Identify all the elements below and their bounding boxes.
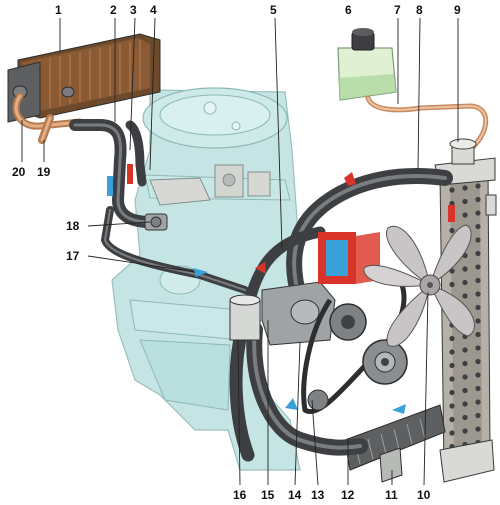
radiator-fin-dot bbox=[449, 362, 455, 369]
radiator-fin-dot bbox=[475, 358, 481, 365]
callout-13: 13 bbox=[311, 488, 325, 502]
radiator-fin-dot bbox=[462, 266, 468, 272]
callout-20: 20 bbox=[12, 165, 26, 179]
callout-7: 7 bbox=[394, 3, 401, 17]
flow-arrows bbox=[107, 164, 455, 414]
radiator-fin-dot bbox=[449, 403, 455, 409]
expansion-tank bbox=[337, 28, 397, 101]
radiator-fin-dot bbox=[475, 385, 481, 392]
callout-11: 11 bbox=[385, 488, 398, 502]
radiator-fin-dot bbox=[475, 331, 481, 338]
callout-3: 3 bbox=[130, 3, 137, 17]
radiator-fin-dot bbox=[475, 291, 481, 297]
radiator-fin-dot bbox=[475, 250, 481, 257]
radiator-fin-dot bbox=[475, 318, 481, 324]
callout-16: 16 bbox=[233, 488, 247, 502]
cooling-fan bbox=[363, 224, 475, 347]
radiator-fin-dot bbox=[462, 428, 468, 434]
callout-17: 17 bbox=[66, 249, 80, 263]
callout-4: 4 bbox=[150, 3, 157, 17]
callout-10: 10 bbox=[417, 488, 431, 502]
radiator-fin-dot bbox=[475, 372, 481, 378]
radiator-fin-dot bbox=[475, 412, 481, 419]
radiator-bottom bbox=[344, 404, 446, 483]
radiator-fin-dot bbox=[449, 349, 455, 355]
coolant-jacket-cutaway bbox=[318, 232, 380, 284]
radiator-fin-dot bbox=[475, 426, 481, 432]
radiator-fin-dot bbox=[449, 187, 455, 193]
radiator-fin-dot bbox=[475, 264, 481, 270]
callout-5: 5 bbox=[270, 3, 277, 17]
radiator-fin-dot bbox=[449, 389, 455, 396]
radiator-fin-dot bbox=[449, 335, 455, 342]
coolant-hoses bbox=[69, 119, 453, 462]
callout-leaders bbox=[21, 17, 459, 486]
radiator-fin-dot bbox=[475, 210, 481, 216]
radiator-fin-dot bbox=[462, 347, 468, 353]
radiator-fin-dot bbox=[462, 185, 468, 191]
radiator-fin-dot bbox=[475, 196, 481, 203]
radiator-fin-dot bbox=[449, 430, 455, 436]
radiator-fin-dot bbox=[475, 277, 481, 284]
radiator-fin-dot bbox=[462, 293, 468, 299]
heater-core bbox=[7, 33, 161, 123]
radiator-fin-dot bbox=[475, 183, 481, 189]
radiator-fin-dot bbox=[475, 399, 481, 405]
callout-19: 19 bbox=[37, 165, 51, 179]
callout-15: 15 bbox=[261, 488, 275, 502]
callout-6: 6 bbox=[345, 3, 352, 17]
radiator-fin-dot bbox=[462, 387, 468, 394]
radiator-fin-dot bbox=[449, 281, 455, 288]
callout-12: 12 bbox=[341, 488, 355, 502]
radiator-fin-dot bbox=[462, 279, 468, 286]
callout-18: 18 bbox=[66, 219, 80, 233]
radiator-fin-dot bbox=[462, 212, 468, 218]
callout-9: 9 bbox=[454, 3, 461, 17]
radiator-fin-dot bbox=[462, 401, 468, 407]
radiator-fin-dot bbox=[462, 360, 468, 367]
radiator-fin-dot bbox=[462, 374, 468, 380]
callout-2: 2 bbox=[110, 3, 117, 17]
radiator-fin-dot bbox=[475, 223, 481, 230]
callout-1: 1 bbox=[55, 3, 62, 17]
radiator-fin-dot bbox=[449, 227, 455, 234]
heater-pipes bbox=[12, 92, 84, 144]
radiator-fin-dot bbox=[449, 376, 455, 382]
radiator-fin-dot bbox=[475, 345, 481, 351]
callout-labels: 1 2 3 4 5 6 7 8 9 10 11 12 13 14 15 16 1… bbox=[12, 3, 461, 502]
radiator-fin-dot bbox=[449, 200, 455, 207]
callout-8: 8 bbox=[416, 3, 423, 17]
radiator-fin-dot bbox=[449, 416, 455, 423]
callout-14: 14 bbox=[288, 488, 302, 502]
radiator-fin-dot bbox=[475, 237, 481, 243]
radiator-fin-dot bbox=[462, 414, 468, 421]
radiator-fin-dot bbox=[462, 198, 468, 205]
radiator-fin-dot bbox=[475, 304, 481, 311]
